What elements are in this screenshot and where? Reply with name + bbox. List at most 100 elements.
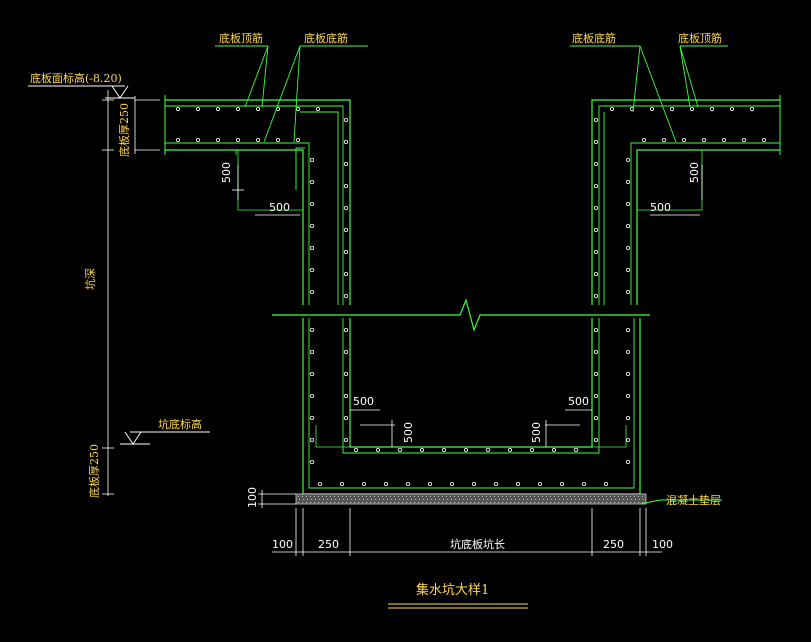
rebar-dot <box>309 289 314 294</box>
rebar-dot <box>626 223 631 228</box>
rebar-dot <box>471 481 476 486</box>
hatch-speck <box>570 496 571 497</box>
hatch-speck <box>486 502 487 503</box>
rebar-dot <box>235 107 240 112</box>
level-markers <box>28 85 210 445</box>
hatch-speck <box>482 496 483 497</box>
hatch-speck <box>583 499 584 500</box>
rebar-dot <box>375 447 380 452</box>
hatch-speck <box>335 499 336 500</box>
hatch-speck <box>515 499 516 500</box>
rebar-dot <box>275 137 280 142</box>
rebar-dot <box>343 293 348 298</box>
hatch-speck <box>619 499 620 500</box>
hatch-speck <box>614 496 615 497</box>
hatch-speck <box>490 502 491 503</box>
rebar-dot <box>343 118 348 123</box>
hatch-speck <box>327 499 328 500</box>
hatch-speck <box>634 496 635 497</box>
hatch-speck <box>386 496 387 497</box>
rebar-dot <box>235 137 240 142</box>
hatch-speck <box>458 496 459 497</box>
rebar-dot <box>642 137 647 142</box>
hatch-speck <box>451 499 452 500</box>
hatch-speck <box>350 496 351 497</box>
rebar-dot <box>750 107 755 112</box>
rebar-dot <box>343 349 348 354</box>
hatch-speck <box>471 499 472 500</box>
dim-250-right: 250 <box>603 538 624 551</box>
hatch-speck <box>607 499 608 500</box>
hatch-speck <box>526 496 527 497</box>
hatch-speck <box>446 496 447 497</box>
rebar-dot <box>343 327 348 332</box>
dim-250-left: 250 <box>318 538 339 551</box>
hatch-speck <box>450 502 451 503</box>
hatch-speck <box>494 502 495 503</box>
hatch-speck <box>614 502 615 503</box>
rebar-dot <box>309 267 314 272</box>
hatch-speck <box>310 502 311 503</box>
rebar-dot <box>295 107 300 112</box>
rebar-dot <box>343 249 348 254</box>
hatch-speck <box>302 502 303 503</box>
hatch-speck <box>314 496 315 497</box>
hatch-speck <box>398 496 399 497</box>
rebar-dot <box>682 137 687 142</box>
rebar-dot <box>343 371 348 376</box>
hatch-speck <box>630 502 631 503</box>
label-top-rebar-right: 底板顶筋 <box>678 31 722 45</box>
hatch-speck <box>563 499 564 500</box>
dim-bottom-left-v: 500 <box>402 422 415 443</box>
hatch-speck <box>474 496 475 497</box>
hatch-speck <box>542 496 543 497</box>
rebar-dot <box>574 447 579 452</box>
hatch-speck <box>546 502 547 503</box>
rebar-dot <box>594 371 599 376</box>
hatch-speck <box>366 502 367 503</box>
hatch-speck <box>590 502 591 503</box>
hatch-speck <box>539 499 540 500</box>
hatch-speck <box>547 499 548 500</box>
label-top-rebar-left: 底板顶筋 <box>219 31 263 45</box>
hatch-speck <box>342 502 343 503</box>
hatch-speck <box>434 496 435 497</box>
rebar-dot <box>626 157 631 162</box>
hatch-speck <box>570 502 571 503</box>
hatch-speck <box>594 496 595 497</box>
rebar-dot <box>626 201 631 206</box>
hatch-speck <box>322 502 323 503</box>
hatch-speck <box>374 502 375 503</box>
hatch-speck <box>523 499 524 500</box>
rebar-dot <box>309 415 314 420</box>
hatch-speck <box>414 496 415 497</box>
rebar-dot <box>309 327 314 332</box>
rebar-dot <box>315 107 320 112</box>
rebar-dot <box>343 437 348 442</box>
hatch-speck <box>558 496 559 497</box>
hatch-speck <box>418 496 419 497</box>
hatch-speck <box>559 499 560 500</box>
hatch-speck <box>382 496 383 497</box>
hatch-speck <box>403 499 404 500</box>
rebar-dot <box>762 137 767 142</box>
hatch-speck <box>423 499 424 500</box>
hatch-speck <box>582 496 583 497</box>
hatch-speck <box>307 499 308 500</box>
rebar-dot <box>610 107 615 112</box>
hatch-speck <box>530 496 531 497</box>
hatch-speck <box>422 496 423 497</box>
hatch-speck <box>531 499 532 500</box>
hatch-speck <box>342 496 343 497</box>
hatch-speck <box>419 499 420 500</box>
hatch-speck <box>635 499 636 500</box>
hatch-speck <box>522 502 523 503</box>
hatch-speck <box>330 496 331 497</box>
rebar-dot <box>195 137 200 142</box>
hatch-speck <box>622 502 623 503</box>
rebar-dot <box>343 415 348 420</box>
hatch-speck <box>615 499 616 500</box>
hatch-speck <box>598 496 599 497</box>
hatch-speck <box>318 496 319 497</box>
hatch-speck <box>411 499 412 500</box>
